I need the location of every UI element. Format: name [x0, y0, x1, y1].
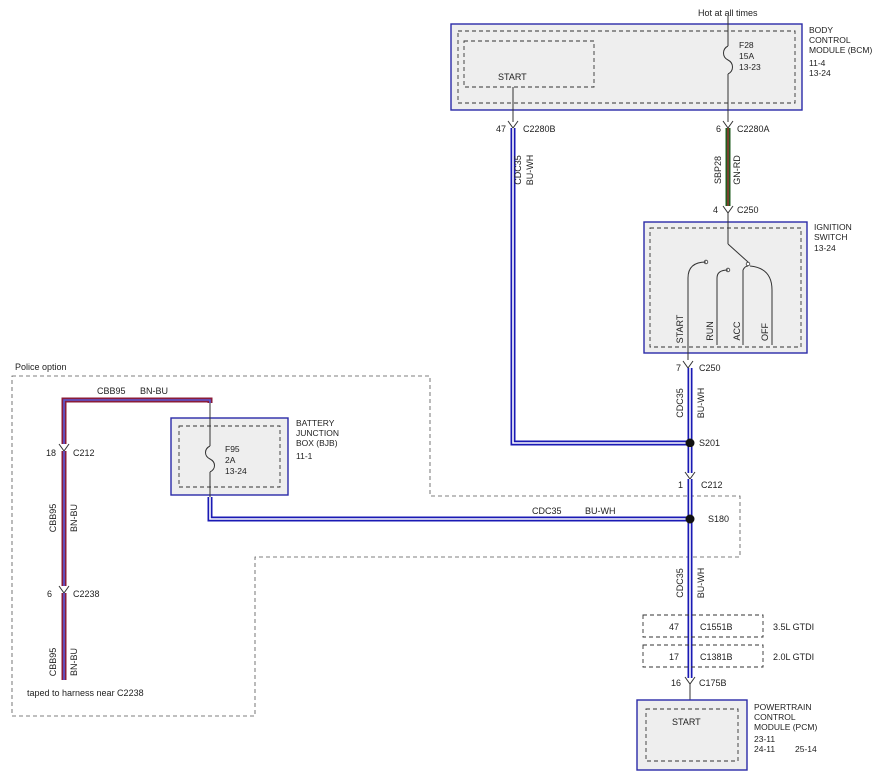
c175b-label: C175B [699, 678, 727, 688]
pcm-module [636, 699, 748, 771]
cbb95-label-mid: CBB95 [48, 504, 58, 533]
variant-2-0l-label: 2.0L GTDI [773, 652, 814, 662]
bcm-inner-dashed [457, 30, 796, 104]
c2280b-pin: 47 [496, 124, 506, 134]
c250-top-pin: 4 [713, 205, 718, 215]
ignition-switch-module [643, 221, 808, 354]
ign-pos-start: START [675, 314, 685, 343]
bu-wh-label-horizontal: BU-WH [585, 506, 616, 516]
f95-fuse-icon [205, 445, 215, 473]
variant-3-5l-conn: C1551B [700, 622, 733, 632]
f95-fuse-label: F95 2A 13-24 [225, 444, 247, 476]
ignition-switch-title: IGNITION SWITCH 13-24 [814, 222, 854, 253]
c212-right-pin: 1 [678, 480, 683, 490]
pcm-start-label: START [672, 717, 701, 727]
ignition-switch-inner [649, 227, 802, 348]
c250-bottom-connector-icon [682, 360, 694, 369]
c2238-connector-icon [58, 585, 70, 594]
c2238-label: C2238 [73, 589, 100, 599]
s201-splice-icon [685, 438, 695, 448]
cdc35-wire-bjb-s180 [207, 497, 690, 522]
bu-wh-label-pcm: BU-WH [696, 568, 706, 599]
variant-2-0l-conn: C1381B [700, 652, 733, 662]
cbb95-label-top: CBB95 [97, 386, 126, 396]
c212-left-label: C212 [73, 448, 95, 458]
bcm-start-circuit [463, 40, 595, 88]
taped-note: taped to harness near C2238 [27, 688, 144, 698]
ign-pos-run: RUN [705, 321, 715, 341]
c250-bottom-label: C250 [699, 363, 721, 373]
ign-pos-off: OFF [760, 323, 770, 341]
c2280a-label: C2280A [737, 124, 770, 134]
variant-box-3-5l [642, 614, 764, 638]
c212-right-connector-icon [684, 471, 696, 480]
c212-right-label: C212 [701, 480, 723, 490]
c2280b-connector-icon [507, 120, 519, 129]
f28-fuse-icon [723, 45, 733, 75]
ign-pos-acc: ACC [732, 321, 742, 341]
s201-label: S201 [699, 438, 720, 448]
bcm-module [450, 23, 803, 111]
c175b-connector-icon [684, 676, 696, 685]
cdc35-label-horizontal: CDC35 [532, 506, 562, 516]
c175b-pin: 16 [671, 678, 681, 688]
gn-rd-label: GN-RD [732, 155, 742, 185]
pcm-ref-2: 25-14 [795, 744, 817, 754]
bn-bu-label-bottom: BN-BU [69, 648, 79, 676]
c2280b-label: C2280B [523, 124, 556, 134]
pcm-ref-1: 24-11 [754, 744, 775, 754]
police-option-region [11, 375, 741, 717]
pcm-inner-dashed [645, 708, 739, 762]
variant-2-0l-pin: 17 [669, 652, 679, 662]
pcm-title: POWERTRAIN CONTROL MODULE (PCM) 23-11 [754, 702, 820, 744]
bjb-title: BATTERY JUNCTION BOX (BJB) 11-1 [296, 418, 341, 461]
c212-left-connector-icon [58, 443, 70, 452]
police-option-label: Police option [15, 362, 67, 372]
c2280a-pin: 6 [716, 124, 721, 134]
cbb95-label-bottom: CBB95 [48, 648, 58, 677]
c2238-pin: 6 [47, 589, 52, 599]
ignition-switch-contacts [687, 213, 773, 360]
c250-top-label: C250 [737, 205, 759, 215]
cdc35-label-pcm: CDC35 [675, 568, 685, 598]
cdc35-label-ign: CDC35 [675, 388, 685, 418]
bn-bu-label-mid: BN-BU [69, 504, 79, 532]
bu-wh-label-ign: BU-WH [696, 388, 706, 419]
s180-label: S180 [708, 514, 729, 524]
bcm-start-label: START [498, 72, 527, 82]
hot-at-all-times-label: Hot at all times [698, 8, 758, 18]
cdc35-label-bcm: CDC35 [513, 155, 523, 185]
bn-bu-label-top: BN-BU [140, 386, 168, 396]
variant-3-5l-label: 3.5L GTDI [773, 622, 814, 632]
s180-splice-icon [685, 514, 695, 524]
c212-left-pin: 18 [46, 448, 56, 458]
bjb-inner-dashed [178, 425, 281, 488]
bu-wh-label-bcm: BU-WH [525, 155, 535, 186]
c250-bottom-pin: 7 [676, 363, 681, 373]
bcm-title: BODY CONTROL MODULE (BCM) 11-4 13-24 [809, 25, 875, 78]
variant-3-5l-pin: 47 [669, 622, 679, 632]
f28-fuse-label: F28 15A 13-23 [739, 40, 761, 72]
c250-top-connector-icon [722, 205, 734, 214]
bjb-module [170, 417, 289, 496]
sbp28-label: SBP28 [713, 156, 723, 184]
variant-box-2-0l [642, 644, 764, 668]
c2280a-connector-icon [722, 120, 734, 129]
